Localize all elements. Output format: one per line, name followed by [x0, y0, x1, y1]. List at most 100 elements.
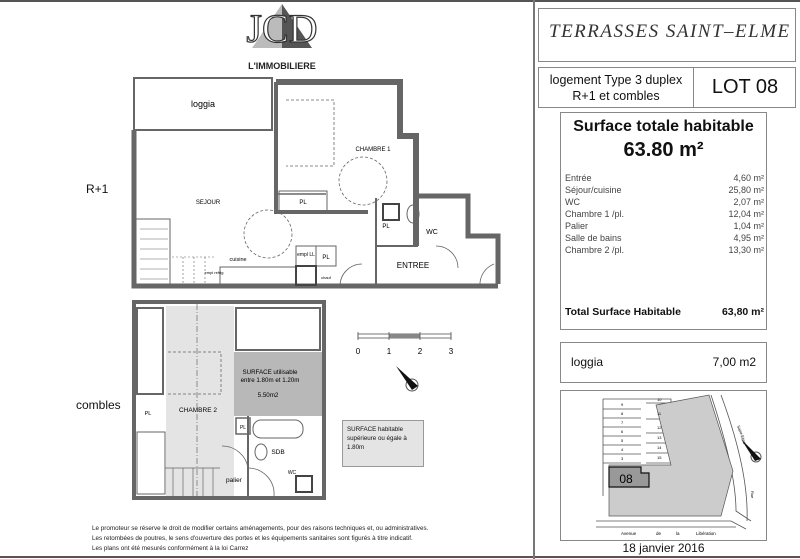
lot-number-label: 8	[621, 411, 624, 416]
street-avenue-3: la	[676, 531, 680, 536]
room-area: 4,60 m²	[733, 173, 764, 183]
street-rue: Rue	[750, 491, 755, 499]
room-label-chambre2: CHAMBRE 2	[179, 407, 217, 414]
lot-number-label: 7	[621, 420, 624, 425]
room-label-entree: ENTREE	[397, 261, 429, 270]
room-row: Entrée 4,60 m²	[565, 173, 764, 185]
wall-chambre1	[276, 79, 419, 246]
lot-number-label: 6	[621, 429, 624, 434]
room-area: 12,04 m²	[728, 209, 764, 219]
floor-plan-combles: SURFACE utilisable entre 1.80m et 1.20m …	[132, 300, 326, 500]
room-label-wc: WC	[426, 229, 438, 236]
room-area: 4,95 m²	[733, 233, 764, 243]
street-avenue-1: Avenue	[621, 531, 637, 536]
scale-bar: 0 1 2 3	[356, 332, 454, 392]
surface-total-big: 63.80 m²	[623, 139, 704, 161]
room-name: Chambre 2 /pl.	[565, 245, 625, 255]
room-label-chambre1: CHAMBRE 1	[355, 147, 391, 153]
loggia-value: 7,00 m2	[712, 355, 756, 369]
lot-number-label: 15	[657, 455, 662, 460]
room-label-cuisine: cuisine	[229, 257, 246, 263]
room-name: WC	[565, 197, 580, 207]
lot-number-label: 10	[657, 397, 662, 402]
label-empl-ll: empl LL	[297, 252, 315, 258]
room-label-wc-combles: WC	[288, 470, 297, 476]
room-row: Salle de bains 4,95 m²	[565, 233, 764, 245]
stairs-combles	[136, 431, 166, 495]
room-row: WC 2,07 m²	[565, 197, 764, 209]
lot-number-label: 3	[621, 456, 624, 461]
room-label-sejour: SEJOUR	[196, 200, 221, 206]
label-chauf: chauf	[321, 275, 332, 280]
surface-heading: Surface totale habitable	[573, 118, 754, 135]
placard-chambre1	[278, 190, 328, 212]
stairs	[135, 218, 171, 286]
room-area: 2,07 m²	[733, 197, 764, 207]
room-name: Chambre 1 /pl.	[565, 209, 625, 219]
total-value: 63,80 m²	[721, 306, 764, 318]
street-avenue-2: de	[656, 531, 662, 536]
note-line: Le promoteur se réserve le droit de modi…	[92, 525, 429, 532]
lot-number-label: 12	[657, 425, 662, 430]
plan-date: 18 janvier 2016	[622, 541, 705, 555]
legend-line-3: 1.80m	[347, 444, 365, 451]
logo-letters: JCD	[246, 6, 317, 51]
room-label-pl-sdb: PL	[240, 425, 246, 431]
total-label: Total Surface Habitable	[565, 306, 681, 318]
project-title: TERRASSES SAINT–ELME	[549, 21, 791, 42]
north-arrow-icon	[396, 366, 419, 392]
lot-number-label: 5	[621, 438, 624, 443]
logement-type: logement Type 3 duplex R+1 et combles	[539, 68, 694, 107]
jcd-logo: JCD L'IMMOBILIERE	[238, 2, 328, 72]
room-row: Chambre 2 /pl. 13,30 m²	[565, 245, 764, 257]
lot-number-label: 13	[657, 435, 662, 440]
legend-surface-habitable: SURFACE habitable supérieure ou égale à …	[342, 420, 424, 467]
level-label-r1: R+1	[86, 182, 109, 196]
note-line: Les retombées de poutres, le sens d'ouve…	[92, 535, 413, 542]
scale-tick-0: 0	[356, 347, 361, 356]
room-label-sdb: SDB	[271, 449, 284, 456]
lot-number-label: 14	[657, 445, 662, 450]
room-label-pl-chambre2: PL	[145, 411, 152, 417]
note-line: Les plans ont été mesurés conformément à…	[92, 545, 249, 552]
frame-bottom-border	[0, 556, 800, 558]
room-row: Chambre 1 /pl. 12,04 m²	[565, 209, 764, 221]
disclaimer-notes: Le promoteur se réserve le droit de modi…	[92, 524, 428, 554]
room-area: 1,04 m²	[733, 221, 764, 231]
legend-line-2: supérieure ou égale à	[347, 435, 407, 442]
lot-number-label: 11	[657, 411, 662, 416]
floor-plan-r1: loggia SEJOUR CHAMBRE 1 PL cuisine empl …	[131, 77, 501, 289]
loggia-label: loggia	[571, 355, 604, 369]
room-label-palier: palier	[226, 477, 243, 484]
room-label-pl-entree: PL	[382, 224, 390, 230]
level-label-combles: combles	[76, 398, 121, 412]
room-area: 13,30 m²	[728, 245, 764, 255]
project-title-box: TERRASSES SAINT–ELME	[538, 8, 796, 62]
logement-box: logement Type 3 duplex R+1 et combles LO…	[538, 67, 796, 108]
surface-table: Surface totale habitable 63.80 m² Entrée…	[560, 112, 767, 330]
room-label-loggia: loggia	[191, 99, 215, 109]
logement-type-line1: logement Type 3 duplex	[549, 73, 683, 87]
logement-type-line2: R+1 et combles	[572, 89, 660, 103]
logo-subtitle: L'IMMOBILIERE	[248, 61, 316, 71]
room-name: Entrée	[565, 173, 592, 183]
loggia-area	[133, 77, 273, 131]
lot-08-highlight	[608, 466, 650, 488]
room-name: Palier	[565, 221, 589, 231]
lot-numbers: 9 8 7 6 5 4 3 10 11 12 13 14 15	[621, 397, 662, 461]
room-label-pl-kitchen: PL	[322, 255, 330, 261]
scale-tick-2: 2	[418, 347, 423, 356]
scale-tick-3: 3	[449, 347, 454, 356]
street-right: Saint-Elme	[736, 425, 748, 446]
room-row: Palier 1,04 m²	[565, 221, 764, 233]
room-name: Séjour/cuisine	[565, 185, 622, 195]
label-surface-utilisable-1: SURFACE utilisable	[242, 369, 298, 376]
lot-number-label: 9	[621, 402, 624, 407]
site-plan: 08 Avenue de la Libération Saint-Elme Ru…	[560, 390, 767, 541]
room-label-pl-chambre1: PL	[299, 200, 307, 206]
loggia-box: loggia 7,00 m2	[560, 342, 767, 383]
room-name: Salle de bains	[565, 233, 622, 243]
frame-top-border	[0, 0, 800, 2]
site-north-arrow-icon	[741, 439, 762, 463]
